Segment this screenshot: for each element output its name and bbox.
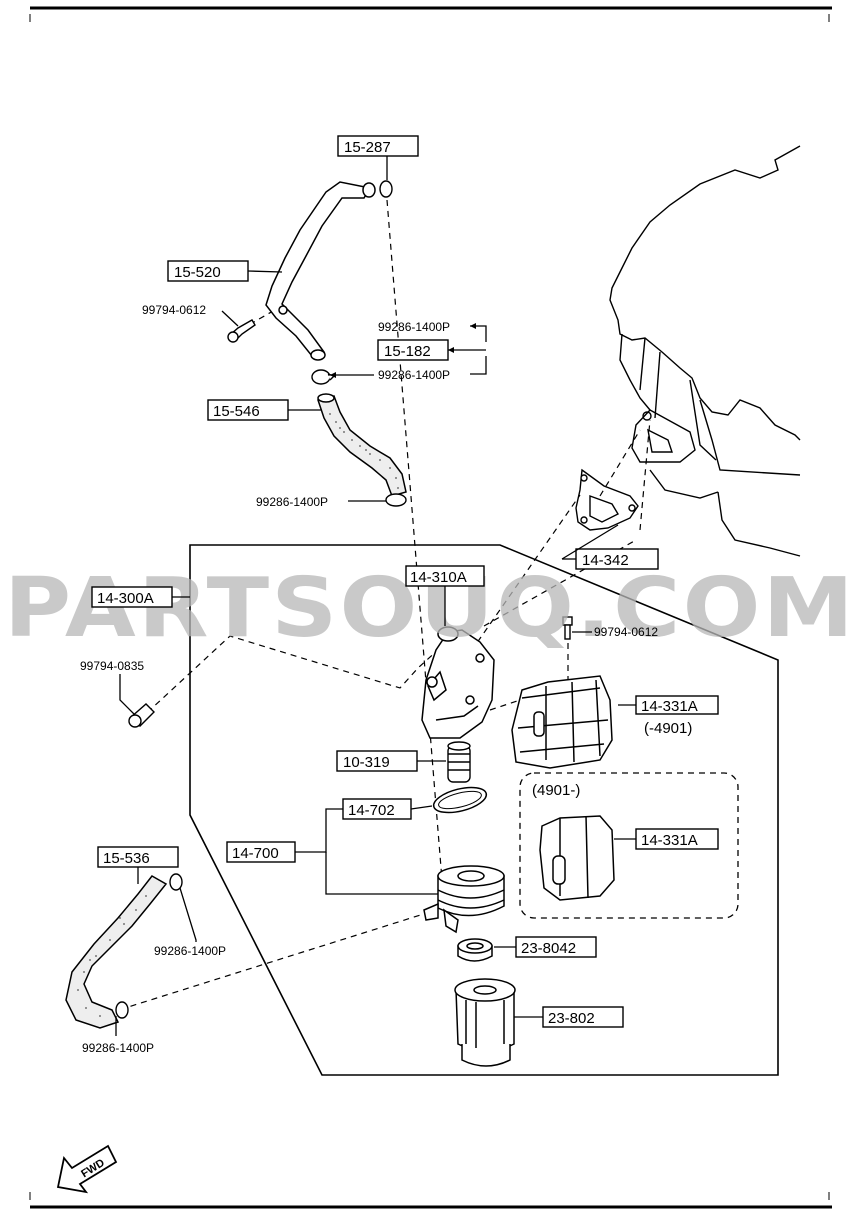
engine-block-outline (609, 145, 801, 557)
assembly-14-300A-boundary (189, 544, 779, 1076)
label-14-700: 14-700 (232, 845, 279, 862)
label-14-331A-1: 14-331A (641, 698, 698, 715)
label-99286-1400P-b: 99286-1400P (378, 368, 450, 382)
label-4901-after: (4901-) (532, 782, 580, 799)
label-15-536: 15-536 (103, 850, 150, 867)
hose-15-536-drawing (65, 875, 168, 1029)
shield-14-331A-late-drawing (539, 815, 615, 901)
block-mount-face (631, 409, 696, 463)
bolt-99794-0835 (128, 703, 155, 728)
label-99794-0612-top: 99794-0612 (142, 303, 206, 317)
bolt-99794-0612-mid (562, 616, 573, 640)
hose-15-546-texture (329, 413, 399, 489)
oil-cooler-14-700-drawing (423, 865, 505, 934)
hose-15-520-drawing (265, 181, 376, 361)
label-14-342: 14-342 (582, 552, 629, 569)
label-14-310A: 14-310A (410, 569, 467, 586)
label-texts: 15-287 15-520 99794-0612 99286-1400P 15-… (79, 139, 698, 1180)
label-99286-1400P-a: 99286-1400P (378, 320, 450, 334)
bracket-arrows (330, 323, 476, 378)
label-14-331A-2: 14-331A (641, 832, 698, 849)
hose-15-536-texture (77, 895, 147, 1017)
bypass-valve-10-319-drawing (447, 741, 471, 783)
page-frame (29, 6, 832, 1209)
variant-4901-after-box (519, 772, 739, 919)
label-99286-1400P-c: 99286-1400P (256, 495, 328, 509)
gasket-14-702-drawing (432, 786, 488, 814)
clamp-99286-c (385, 493, 407, 507)
o-ring-15-287 (379, 180, 393, 198)
label-15-287: 15-287 (344, 139, 391, 156)
solid-leaders (115, 156, 636, 1036)
label-15-546: 15-546 (213, 403, 260, 420)
label-99794-0835: 99794-0835 (80, 659, 144, 673)
nut-23-8042-drawing (457, 938, 493, 962)
clamp-99286-d (169, 873, 183, 891)
label-99286-1400P-d: 99286-1400P (154, 944, 226, 958)
adapter-14-310A-drawing (421, 626, 495, 739)
clamp-99286-a (311, 369, 336, 385)
clamp-99286-e (115, 1001, 129, 1019)
label-99794-0612-mid: 99794-0612 (594, 625, 658, 639)
label-15-182: 15-182 (384, 343, 431, 360)
label-15-520: 15-520 (174, 264, 221, 281)
shield-14-331A-early-drawing (511, 675, 613, 769)
label-14-702: 14-702 (348, 802, 395, 819)
label-99286-1400P-e: 99286-1400P (82, 1041, 154, 1055)
label-14-300A: 14-300A (97, 590, 154, 607)
forward-arrow-icon (56, 1144, 118, 1194)
bolt-99794-0612-top (227, 319, 256, 343)
label-23-8042: 23-8042 (521, 940, 576, 957)
label-4901-before: (-4901) (644, 720, 692, 737)
oil-filter-23-802-drawing (454, 978, 516, 1067)
label-23-802: 23-802 (548, 1010, 595, 1027)
gasket-14-702-inner (438, 790, 482, 810)
label-10-319: 10-319 (343, 754, 390, 771)
hose-15-546-drawing (317, 393, 407, 497)
gasket-14-342-drawing (575, 468, 639, 531)
